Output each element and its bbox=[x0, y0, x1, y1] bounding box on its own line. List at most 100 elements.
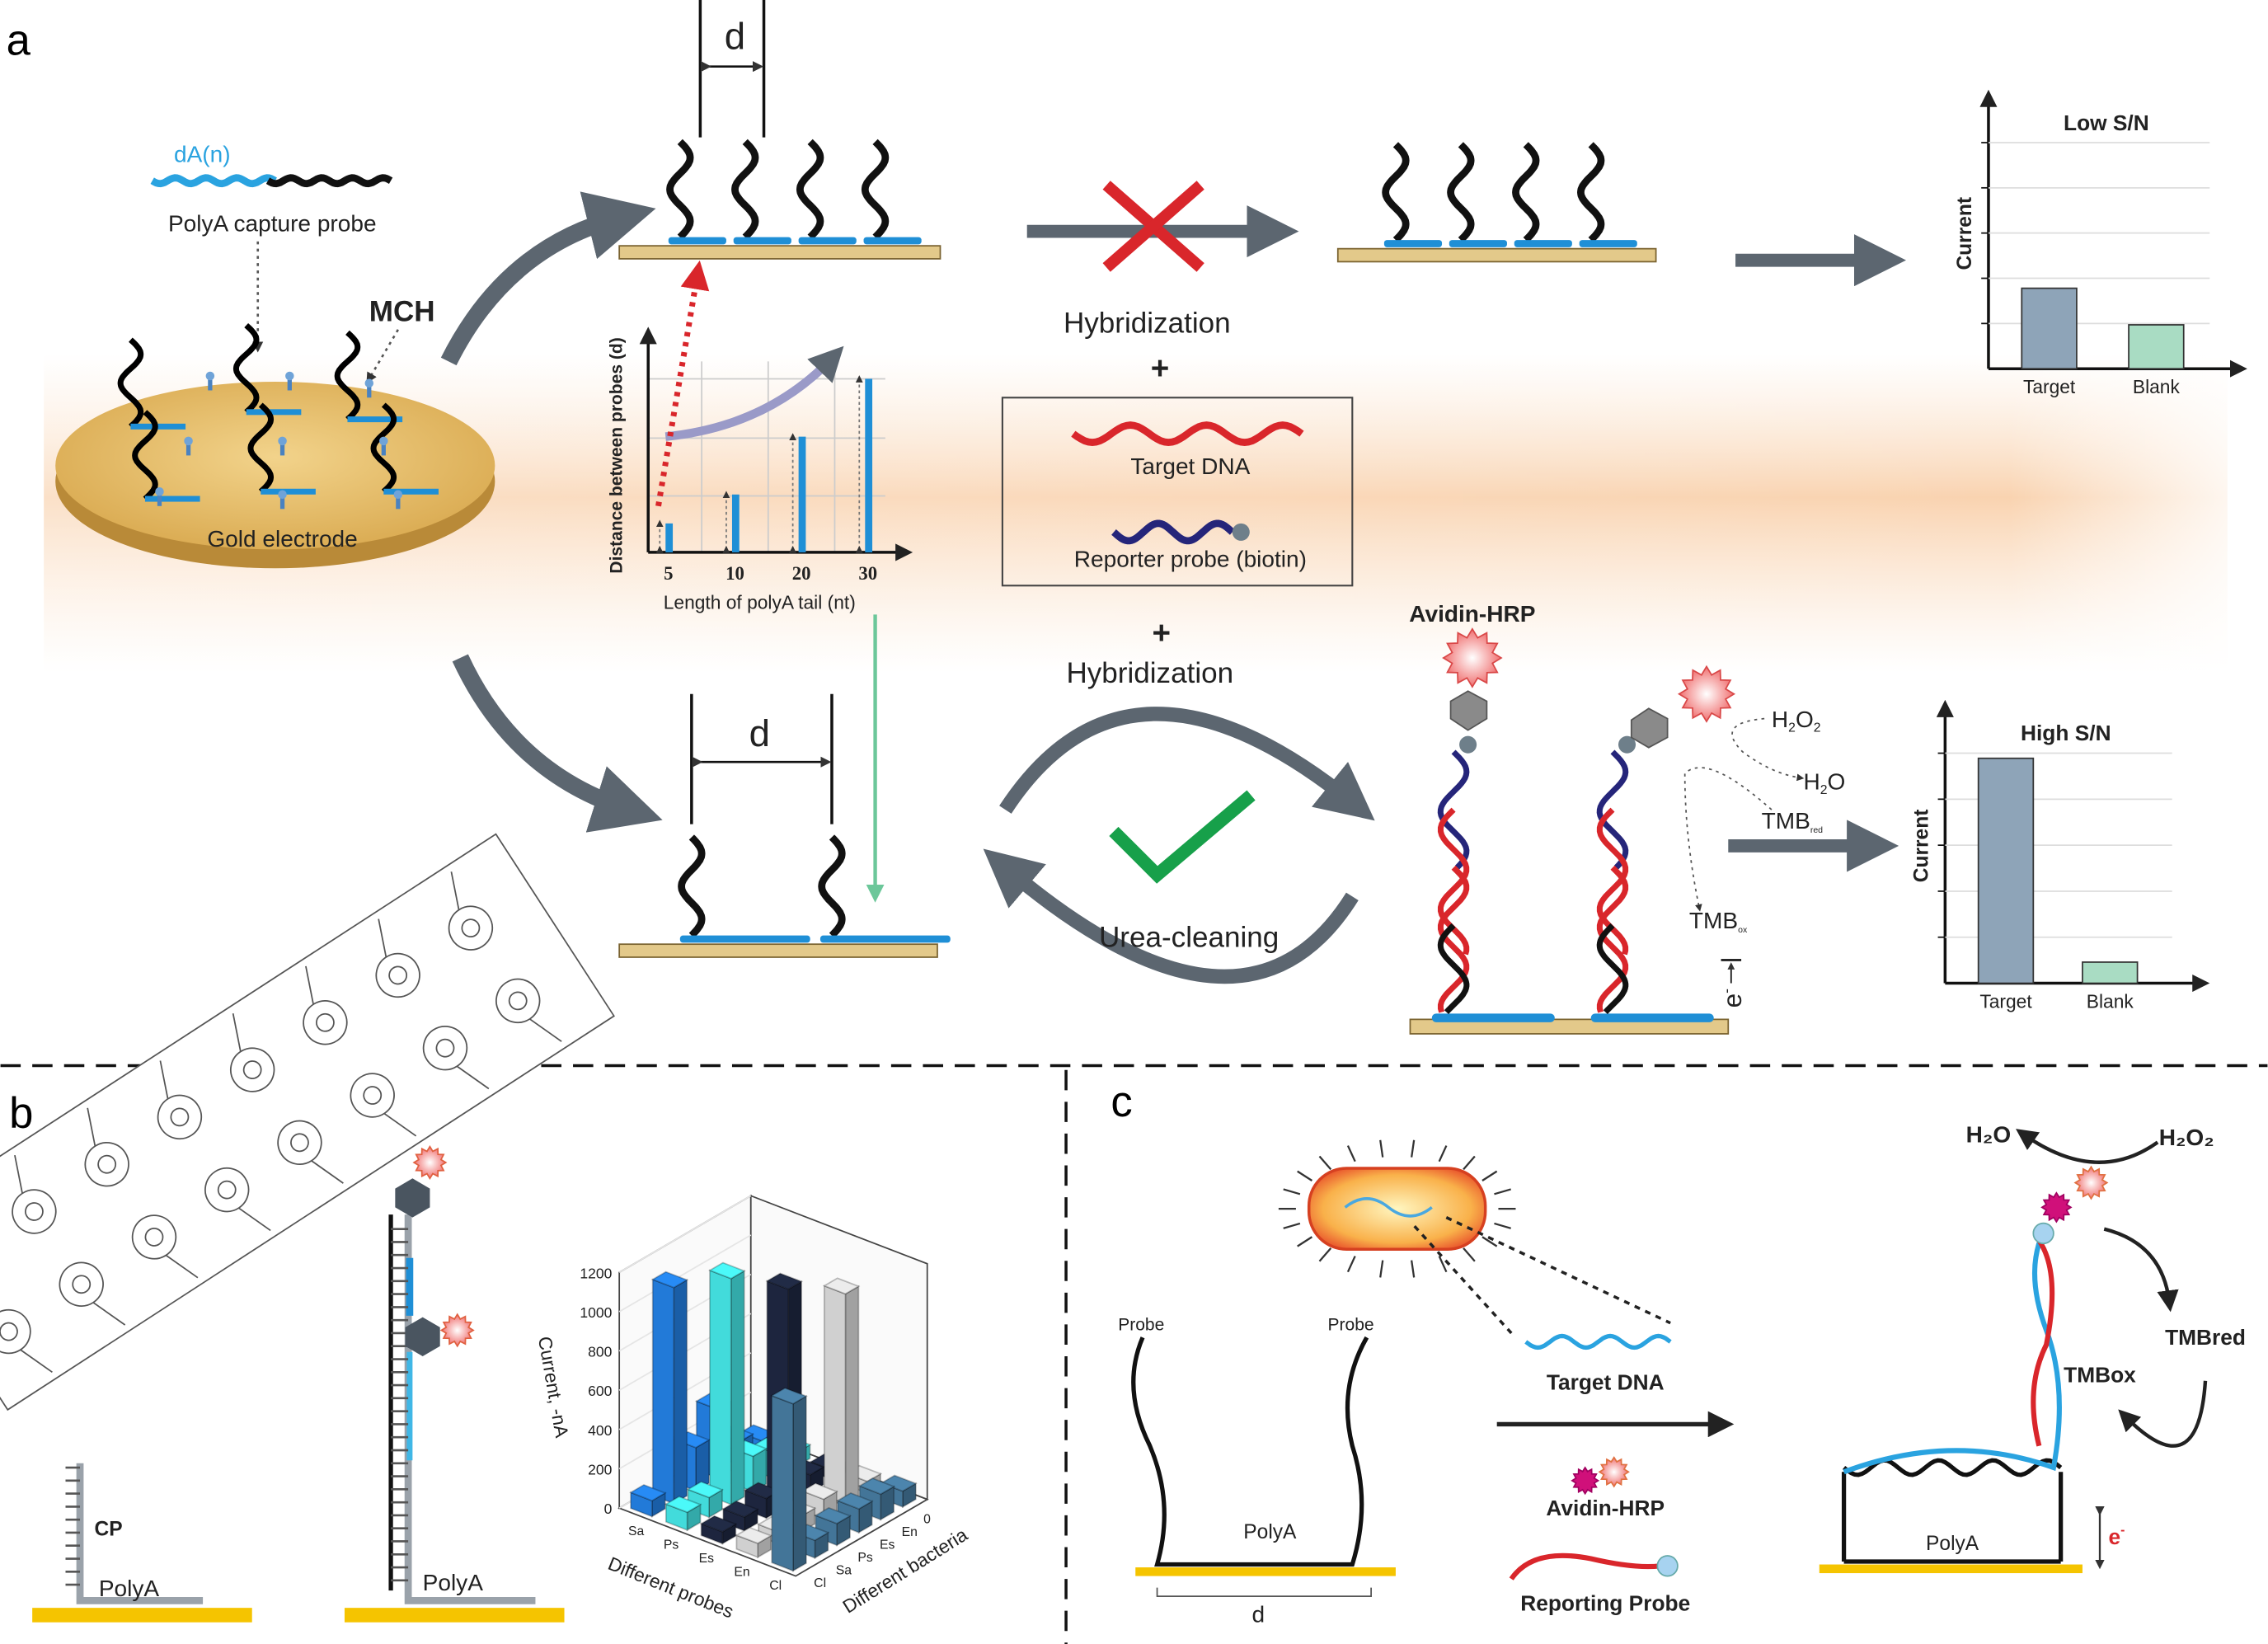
gridline bbox=[618, 1234, 752, 1313]
probe-strand bbox=[132, 410, 158, 501]
polya-tail bbox=[1514, 240, 1572, 247]
bar-side-face bbox=[730, 1270, 745, 1506]
arrow-to-top-path bbox=[440, 191, 656, 366]
capture-probe-label: PolyA capture probe bbox=[168, 211, 377, 237]
probe-strand bbox=[861, 139, 890, 240]
bar-En-En bbox=[822, 1277, 861, 1508]
probe-strand bbox=[247, 402, 275, 494]
tmb-red-label: TMBred bbox=[1762, 808, 1824, 835]
tmb-red-label-c: TMBred bbox=[2165, 1325, 2246, 1350]
dna-strand bbox=[1596, 865, 1629, 1013]
electrode-lead bbox=[450, 871, 460, 910]
bar-top-face bbox=[822, 1277, 861, 1295]
bar-top-face bbox=[770, 1387, 808, 1405]
h2o2-to-h2o-arrow bbox=[2016, 1129, 2159, 1164]
biotin-icon bbox=[1459, 735, 1477, 754]
electrode-pad bbox=[84, 1142, 129, 1187]
polya-tail bbox=[347, 416, 403, 423]
flagellum bbox=[1494, 1222, 1511, 1229]
bar-top-face bbox=[699, 1515, 738, 1533]
biotin-icon bbox=[1232, 523, 1250, 541]
hrp-icon-c bbox=[1598, 1456, 1630, 1488]
mch-head bbox=[364, 378, 374, 388]
probe-strand bbox=[334, 330, 361, 422]
bar-Ps-Sa bbox=[686, 1481, 725, 1519]
flagellum bbox=[1297, 1236, 1313, 1247]
polya-tail bbox=[383, 488, 439, 495]
polya-probe-electrode: Probe Probe PolyA d bbox=[1118, 1315, 1396, 1628]
probe-tick-label: Sa bbox=[628, 1524, 645, 1538]
electrode-pad bbox=[12, 1189, 57, 1234]
bar-side-face bbox=[844, 1285, 860, 1508]
electrode-lead bbox=[92, 1302, 126, 1326]
mch-head bbox=[184, 436, 193, 446]
reagent-box: Target DNA Reporter probe (biotin) bbox=[1001, 397, 1354, 587]
bar-top-face bbox=[735, 1526, 773, 1544]
bacteria-tick-label: Es bbox=[880, 1538, 895, 1552]
polya-tail bbox=[819, 935, 951, 943]
probe-strand bbox=[117, 337, 144, 429]
bacteria-tick-label: Sa bbox=[836, 1563, 852, 1577]
gold-electrode-label: Gold electrode bbox=[207, 526, 357, 552]
y-axis-label: Distance between probes (d) bbox=[608, 337, 627, 573]
bar-top-face bbox=[814, 1506, 852, 1524]
hrp-icon bbox=[1442, 627, 1503, 688]
reporter-probe-wave bbox=[1111, 519, 1235, 545]
tmb-ox-label-c: TMBox bbox=[2064, 1363, 2136, 1388]
h2o2-dotted-arrow bbox=[1731, 717, 1805, 782]
bar-top-face bbox=[835, 1491, 874, 1510]
avidin-hrp-label: Avidin-HRP bbox=[1409, 601, 1535, 627]
electrode-pad bbox=[375, 952, 420, 998]
mch-head bbox=[379, 436, 388, 446]
gold-electrode: Gold electrode bbox=[55, 322, 495, 569]
x-tick-label: 30 bbox=[858, 563, 877, 584]
bar-top-face bbox=[707, 1261, 746, 1280]
bar-side-face bbox=[673, 1278, 688, 1505]
electrode-lead bbox=[456, 1065, 490, 1090]
reporter-probe-label: Reporter probe (biotin) bbox=[1074, 546, 1307, 571]
probe-label-right: Probe bbox=[1328, 1315, 1374, 1334]
bar-top-face bbox=[721, 1500, 759, 1518]
plus-bottom: + bbox=[1153, 615, 1172, 651]
electrode-lead bbox=[238, 1207, 271, 1232]
flagellum bbox=[1346, 1145, 1356, 1163]
red-dotted-arrow bbox=[655, 260, 710, 507]
polya-capture-probe: dA(n) PolyA capture probe bbox=[150, 141, 393, 353]
electrode-center bbox=[388, 965, 408, 985]
polya-tail-wave bbox=[150, 174, 277, 188]
electrode-pad bbox=[229, 1047, 275, 1092]
arrow-to-bottom-path bbox=[452, 654, 663, 833]
bacteria-tick-label: Ps bbox=[857, 1551, 873, 1565]
polya-tail bbox=[144, 496, 200, 502]
dotted-arrow-mch bbox=[366, 329, 399, 384]
mch-head bbox=[278, 436, 287, 446]
x-tick-label: Blank bbox=[2133, 376, 2181, 397]
bar-top-face bbox=[765, 1272, 804, 1290]
avidin-icon-c bbox=[1571, 1466, 1600, 1496]
mch-head bbox=[285, 371, 294, 381]
electrode-pad bbox=[303, 1000, 348, 1045]
bar-target bbox=[2021, 287, 2078, 370]
probe-tick-label: En bbox=[734, 1565, 749, 1579]
electron-label-c: e- bbox=[2109, 1524, 2125, 1549]
bar-top-face bbox=[686, 1481, 725, 1499]
x-tick-label: 20 bbox=[792, 563, 811, 584]
polya-tail bbox=[798, 237, 857, 245]
electrode-center bbox=[0, 1322, 18, 1341]
polya-tail bbox=[1383, 240, 1443, 247]
reporting-probe-curve bbox=[1509, 1552, 1661, 1581]
probe-strand bbox=[232, 322, 260, 415]
electrode-lead bbox=[14, 1154, 23, 1194]
dA-label: dA(n) bbox=[174, 141, 231, 167]
tmb-ox-arrow bbox=[2118, 1380, 2208, 1448]
bar-front-face bbox=[771, 1394, 794, 1572]
flagellum bbox=[1318, 1247, 1332, 1262]
z-tick-label: 1200 bbox=[580, 1265, 612, 1281]
bar-Cl-Cl bbox=[770, 1387, 808, 1572]
bar-top-face bbox=[801, 1482, 838, 1501]
z-tick-label: 400 bbox=[588, 1422, 612, 1439]
z-tick-label: 800 bbox=[588, 1344, 612, 1360]
